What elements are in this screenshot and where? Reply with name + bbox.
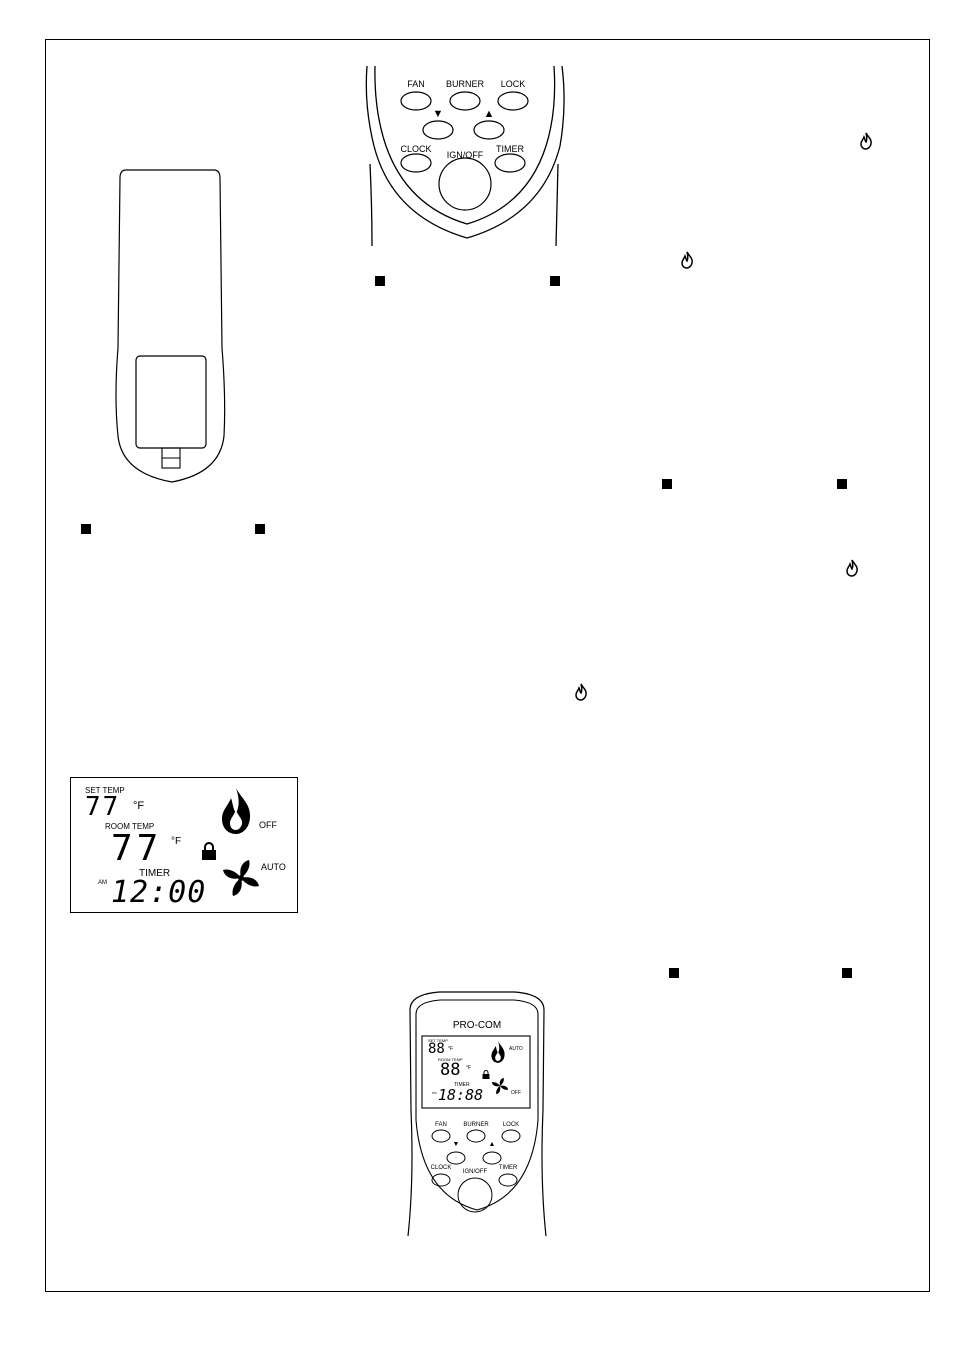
flame-icon bbox=[846, 559, 858, 577]
down-arrow-icon[interactable]: ▼ bbox=[432, 108, 444, 120]
room-temp-unit: °F bbox=[171, 836, 182, 847]
square-bullet-icon bbox=[255, 524, 265, 534]
flame-icon bbox=[681, 251, 693, 269]
mini-lock-button-label[interactable]: LOCK bbox=[502, 1122, 520, 1128]
mini-am-pm: PM bbox=[432, 1091, 437, 1095]
mini-set-temp-label: SET TEMP bbox=[428, 1038, 448, 1043]
clock-button-label[interactable]: CLOCK bbox=[400, 144, 432, 154]
mini-room-temp-value: 88 bbox=[440, 1060, 461, 1080]
square-bullet-icon bbox=[375, 276, 385, 286]
set-temp-unit: °F bbox=[133, 800, 145, 812]
room-temp-value: 77 bbox=[111, 828, 163, 869]
square-bullet-icon bbox=[662, 479, 672, 489]
remote-back-illustration bbox=[112, 168, 228, 486]
square-bullet-icon bbox=[842, 968, 852, 978]
mini-clock-time: 18:88 bbox=[438, 1086, 484, 1104]
mini-timer-button-label[interactable]: TIMER bbox=[498, 1165, 518, 1171]
mini-clock-button-label[interactable]: CLOCK bbox=[430, 1165, 452, 1171]
remote-bottom-illustration: PRO-COM SET TEMP 88 °F ROOM TEMP 88 °F T… bbox=[400, 990, 554, 1240]
lcd-display: SET TEMP 77 °F ROOM TEMP 77 °F TIMER AM … bbox=[70, 777, 298, 913]
remote-back-body bbox=[115, 169, 226, 483]
mini-room-temp-label: ROOM TEMP bbox=[438, 1057, 463, 1062]
mini-fan-status: OFF bbox=[511, 1090, 521, 1096]
fan-icon bbox=[491, 1077, 509, 1095]
mini-room-temp-unit: °F bbox=[466, 1065, 472, 1071]
square-bullet-icon bbox=[550, 276, 560, 286]
square-bullet-icon bbox=[81, 524, 91, 534]
mini-up-arrow-icon[interactable]: ▲ bbox=[488, 1141, 496, 1148]
room-temp-label: ROOM TEMP bbox=[105, 822, 155, 831]
lock-button-label[interactable]: LOCK bbox=[500, 79, 526, 89]
lock-icon bbox=[482, 1070, 490, 1079]
remote-top-body bbox=[365, 65, 565, 247]
mini-fan-button-label[interactable]: FAN bbox=[435, 1122, 447, 1128]
page-frame bbox=[45, 39, 930, 1292]
timer-button-label[interactable]: TIMER bbox=[496, 144, 524, 154]
mini-flame-status: AUTO bbox=[509, 1046, 523, 1052]
square-bullet-icon bbox=[837, 479, 847, 489]
burner-button-label[interactable]: BURNER bbox=[445, 79, 484, 89]
flame-icon bbox=[575, 683, 587, 701]
mini-set-temp-unit: °F bbox=[448, 1046, 454, 1052]
fan-icon bbox=[223, 860, 259, 896]
brand-label: PRO-COM bbox=[452, 1020, 502, 1031]
set-temp-label: SET TEMP bbox=[85, 786, 125, 795]
up-arrow-icon[interactable]: ▲ bbox=[483, 108, 495, 120]
mini-set-temp-value: 88 bbox=[428, 1041, 445, 1057]
flame-icon bbox=[222, 788, 251, 834]
flame-icon bbox=[860, 132, 872, 150]
lock-icon bbox=[202, 842, 216, 860]
am-pm-indicator: AM bbox=[98, 880, 107, 886]
mini-ign-off-button-label[interactable]: IGN/OFF bbox=[462, 1169, 488, 1175]
flame-icon bbox=[491, 1041, 505, 1063]
remote-top-illustration: FAN BURNER LOCK ▼ ▲ CLOCK IGN/OFF TIMER bbox=[362, 65, 572, 251]
mini-burner-button-label[interactable]: BURNER bbox=[463, 1122, 489, 1128]
set-temp-value: 77 bbox=[85, 792, 121, 822]
flame-status: OFF bbox=[259, 820, 277, 830]
timer-label: TIMER bbox=[139, 868, 171, 879]
clock-time-value: 12:00 bbox=[111, 875, 207, 910]
remote-bottom-body bbox=[407, 991, 547, 1237]
ign-off-button-label[interactable]: IGN/OFF bbox=[446, 150, 484, 160]
mini-timer-label: TIMER bbox=[454, 1082, 470, 1088]
fan-status: AUTO bbox=[261, 862, 286, 872]
fan-button-label[interactable]: FAN bbox=[407, 79, 425, 89]
square-bullet-icon bbox=[669, 968, 679, 978]
mini-down-arrow-icon[interactable]: ▼ bbox=[452, 1141, 460, 1148]
